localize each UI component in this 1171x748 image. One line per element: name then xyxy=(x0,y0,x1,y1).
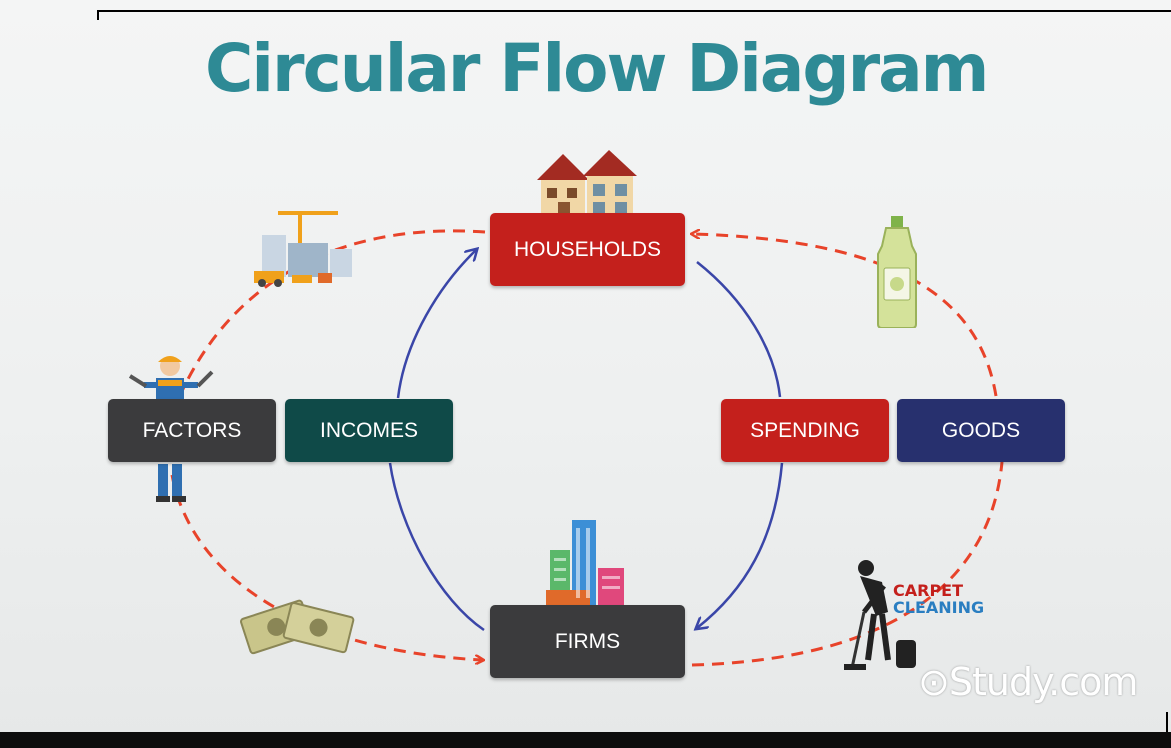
money-icon xyxy=(240,599,355,655)
watermark-logo-icon: ⊙ xyxy=(918,660,950,704)
carpet-sign-line1: CARPET xyxy=(893,581,964,600)
detergent-bottle-icon xyxy=(877,216,917,328)
goods-box: GOODS xyxy=(897,399,1065,462)
buildings-icon xyxy=(546,520,624,608)
right-border-tick xyxy=(1166,712,1168,732)
carpet-sign-line2: CLEANING xyxy=(893,598,985,617)
top-border-tick xyxy=(97,10,99,20)
incomes-box: INCOMES xyxy=(285,399,453,462)
top-border-line xyxy=(97,10,1171,12)
page-title: Circular Flow Diagram xyxy=(205,30,989,107)
construction-site-icon xyxy=(254,211,352,287)
bottom-bar xyxy=(0,732,1171,748)
spending-box: SPENDING xyxy=(721,399,889,462)
firms-box: FIRMS xyxy=(490,605,685,678)
study-com-watermark: ⊙Study.com xyxy=(918,660,1139,704)
carpet-cleaning-sign: CARPET CLEANING xyxy=(893,581,985,617)
money-flow-firms-to-incomes xyxy=(388,462,485,632)
money-flow-incomes-to-households xyxy=(396,250,476,399)
real-flow-goods-to-households xyxy=(693,234,998,397)
money-flow-spending-to-firms xyxy=(697,462,784,628)
real-flow-firms-to-goods xyxy=(691,461,1004,667)
money-flow-households-to-spending xyxy=(696,261,782,398)
factors-box: FACTORS xyxy=(108,399,276,462)
watermark-text: Study.com xyxy=(948,660,1139,704)
real-flow-households-to-factors xyxy=(176,229,486,401)
cleaner-icon xyxy=(844,560,916,670)
households-box: HOUSEHOLDS xyxy=(490,213,685,286)
